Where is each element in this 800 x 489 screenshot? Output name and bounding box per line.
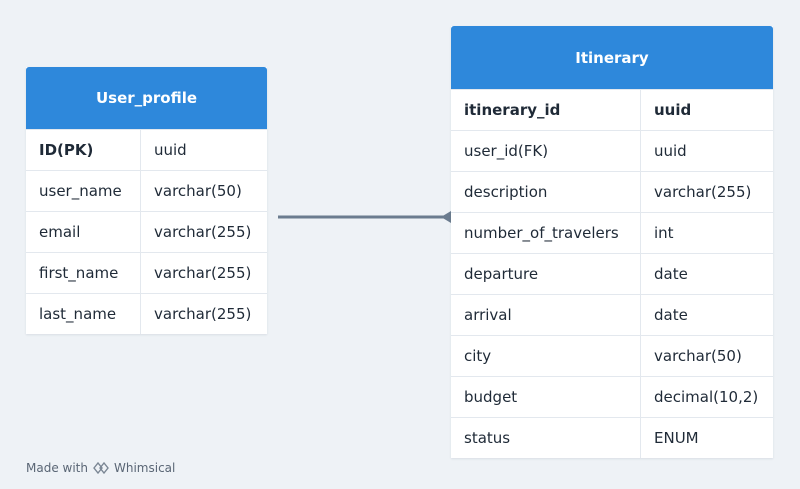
column-name: last_name (26, 294, 141, 334)
footer-prefix: Made with (26, 461, 88, 475)
column-type: decimal(10,2) (654, 388, 759, 406)
column-name: status (451, 418, 641, 458)
table-row: budget decimal(10,2) (451, 376, 773, 417)
column-type: date (654, 306, 688, 324)
column-type: varchar(255) (154, 264, 252, 282)
column-name: ID(PK) (26, 130, 141, 170)
table-row: last_name varchar(255) (26, 293, 267, 334)
table-row: ID(PK) uuid (26, 129, 267, 170)
footer-brand: Whimsical (113, 461, 176, 475)
column-name: itinerary_id (451, 90, 641, 130)
table-row: city varchar(50) (451, 335, 773, 376)
column-name: email (26, 212, 141, 252)
made-with-footer[interactable]: Made with Whimsical (26, 461, 175, 475)
column-name: description (451, 172, 641, 212)
user-profile-title: User_profile (26, 67, 267, 129)
column-name: arrival (451, 295, 641, 335)
table-row: status ENUM (451, 417, 773, 458)
column-type: varchar(255) (154, 223, 252, 241)
relationship-arrow-icon (441, 211, 451, 223)
column-name: budget (451, 377, 641, 417)
table-row: arrival date (451, 294, 773, 335)
user-profile-table[interactable]: User_profile ID(PK) uuid user_name varch… (26, 67, 267, 334)
column-type: date (654, 265, 688, 283)
column-name: departure (451, 254, 641, 294)
column-type: uuid (154, 141, 187, 159)
whimsical-logo-icon (93, 462, 109, 474)
table-row: number_of_travelers int (451, 212, 773, 253)
column-type: int (654, 224, 674, 242)
column-type: varchar(255) (654, 183, 752, 201)
column-type: uuid (654, 142, 687, 160)
column-name: user_id(FK) (451, 131, 641, 171)
table-row: itinerary_id uuid (451, 89, 773, 130)
column-name: city (451, 336, 641, 376)
column-name: first_name (26, 253, 141, 293)
table-row: first_name varchar(255) (26, 252, 267, 293)
column-type: varchar(50) (654, 347, 742, 365)
itinerary-title: Itinerary (451, 26, 773, 89)
column-type: ENUM (654, 429, 699, 447)
table-row: departure date (451, 253, 773, 294)
column-type: varchar(255) (154, 305, 252, 323)
column-type: uuid (654, 101, 692, 119)
itinerary-table[interactable]: Itinerary itinerary_id uuid user_id(FK) … (451, 26, 773, 458)
column-name: user_name (26, 171, 141, 211)
table-row: description varchar(255) (451, 171, 773, 212)
table-row: email varchar(255) (26, 211, 267, 252)
column-name: number_of_travelers (451, 213, 641, 253)
table-row: user_name varchar(50) (26, 170, 267, 211)
column-type: varchar(50) (154, 182, 242, 200)
table-row: user_id(FK) uuid (451, 130, 773, 171)
